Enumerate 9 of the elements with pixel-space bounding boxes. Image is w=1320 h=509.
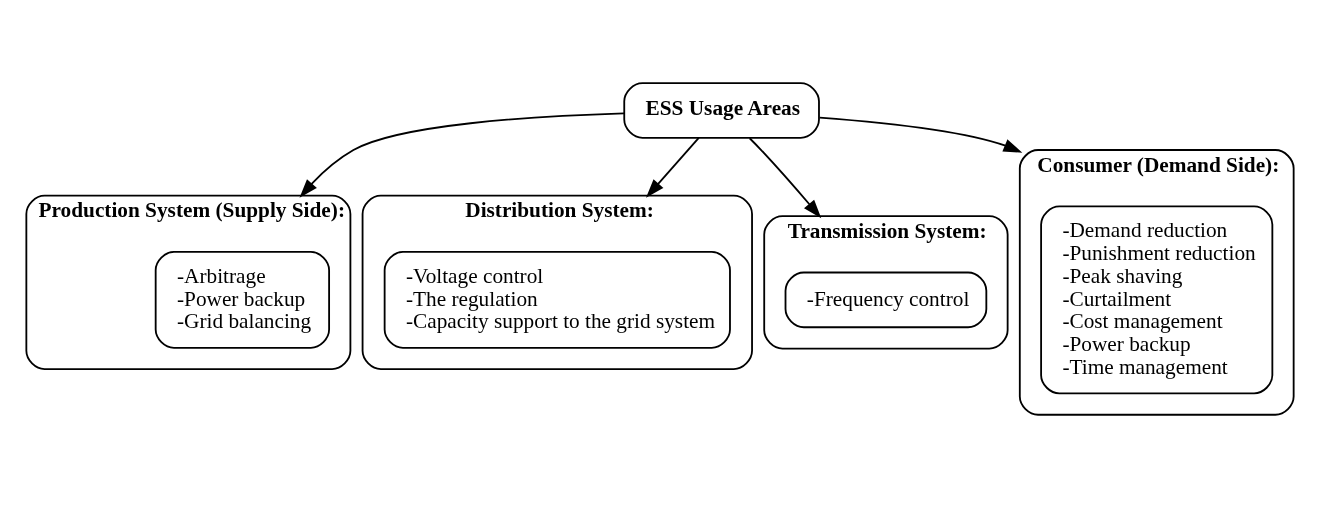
node-box: -Voltage control -The regulation -Capacity support to the grid system xyxy=(383,250,731,349)
arrow xyxy=(299,111,625,198)
arrow xyxy=(646,136,700,198)
arrow xyxy=(748,136,822,218)
node-box: ESS Usage Areas xyxy=(623,81,820,139)
node-box: -Demand reduction -Punishment reduction -Peak shaving -Curtailment -Cost management -Power backup -Time management xyxy=(1040,204,1274,394)
node-box: -Arbitrage -Power backup -Grid balancing xyxy=(154,250,330,349)
node-box: -Frequency control xyxy=(784,271,988,328)
arrow xyxy=(818,116,1023,153)
